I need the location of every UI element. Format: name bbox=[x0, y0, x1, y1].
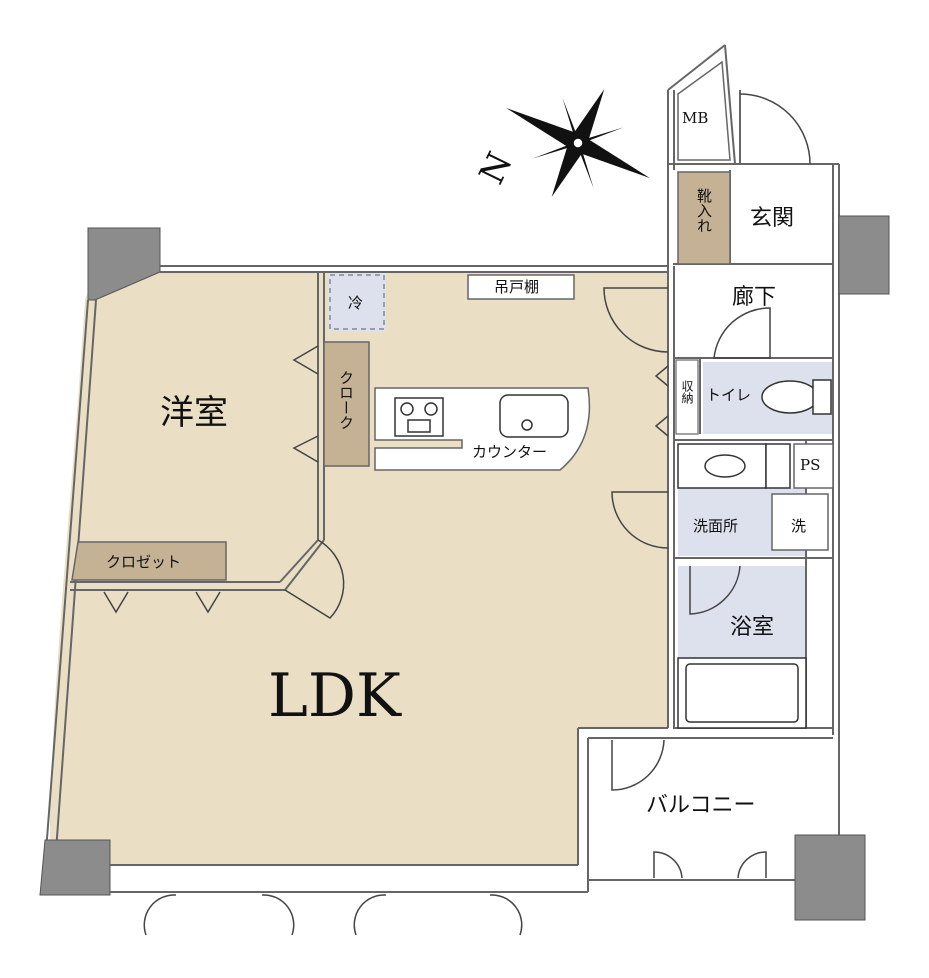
room-label-hallway: 廊下 bbox=[732, 285, 776, 310]
meter-box bbox=[677, 60, 731, 161]
cloak-door-1 bbox=[292, 345, 319, 375]
column-sw bbox=[39, 839, 111, 896]
door-ldk-hall bbox=[603, 287, 669, 353]
shoe-storage bbox=[677, 171, 731, 265]
fixture-label-meter-box: MB bbox=[682, 109, 708, 127]
storage-door-1 bbox=[654, 365, 669, 387]
sash-2 bbox=[261, 894, 295, 936]
door-entrance bbox=[739, 93, 811, 165]
storage-door-2 bbox=[654, 415, 669, 437]
fixture-label-cloak: クローク bbox=[337, 370, 355, 430]
balcony-arc-2 bbox=[737, 851, 767, 879]
cloak-storage bbox=[323, 341, 370, 467]
column-se bbox=[794, 834, 866, 921]
hallway-floor bbox=[673, 270, 833, 358]
room-label-ldk: LDK bbox=[268, 661, 402, 731]
closet-storage bbox=[71, 541, 227, 581]
fridge-box bbox=[329, 274, 385, 330]
fixture-label-storage: 収納 bbox=[680, 380, 694, 404]
entrance-floor bbox=[730, 172, 832, 264]
bathroom-floor bbox=[678, 566, 806, 658]
basin-icon bbox=[677, 443, 791, 489]
room-label-entrance: 玄関 bbox=[750, 206, 794, 231]
fixture-label-pipe-space: PS bbox=[800, 456, 820, 474]
column-ne bbox=[838, 215, 890, 295]
room-label-bathroom: 浴室 bbox=[730, 615, 774, 640]
fixture-label-hanging-shelf: 吊戸棚 bbox=[494, 278, 539, 296]
hanging-shelf-box bbox=[467, 274, 575, 300]
column-nw bbox=[87, 227, 161, 301]
balcony-arc-1 bbox=[653, 851, 683, 879]
sink-icon bbox=[499, 394, 569, 438]
room-label-washer: 洗 bbox=[791, 517, 806, 535]
door-western bbox=[284, 539, 345, 619]
closet-door-2 bbox=[195, 591, 221, 614]
fixture-label-shoe-storage: 靴入れ bbox=[695, 188, 713, 233]
room-label-western: 洋室 bbox=[160, 393, 228, 433]
door-toilet bbox=[713, 307, 771, 359]
room-label-toilet: トイレ bbox=[706, 386, 751, 404]
room-label-balcony: バルコニー bbox=[646, 793, 756, 818]
compass-rose-icon bbox=[506, 89, 650, 197]
sash-4 bbox=[489, 894, 523, 936]
sash-1 bbox=[143, 894, 177, 936]
fridge-floor bbox=[328, 273, 386, 331]
fixture-label-counter: カウンター bbox=[472, 443, 547, 461]
door-balcony bbox=[611, 739, 665, 791]
fixture-label-closet: クロゼット bbox=[106, 553, 181, 571]
storage-closet-box bbox=[675, 359, 699, 435]
pipe-space-box bbox=[793, 443, 834, 489]
bathtub-icon bbox=[677, 657, 807, 729]
washer-box bbox=[771, 493, 829, 551]
room-label-washroom: 洗面所 bbox=[693, 517, 738, 535]
cloak-door-2 bbox=[292, 435, 319, 463]
stove-icon bbox=[394, 397, 444, 437]
sash-3 bbox=[353, 894, 387, 936]
door-ldk-wash bbox=[611, 491, 669, 549]
compass-north-label: N bbox=[472, 146, 521, 190]
toilet-icon bbox=[761, 379, 832, 415]
door-bath bbox=[689, 565, 741, 615]
closet-door-1 bbox=[103, 591, 129, 614]
fixture-label-fridge: 冷 bbox=[348, 294, 363, 312]
